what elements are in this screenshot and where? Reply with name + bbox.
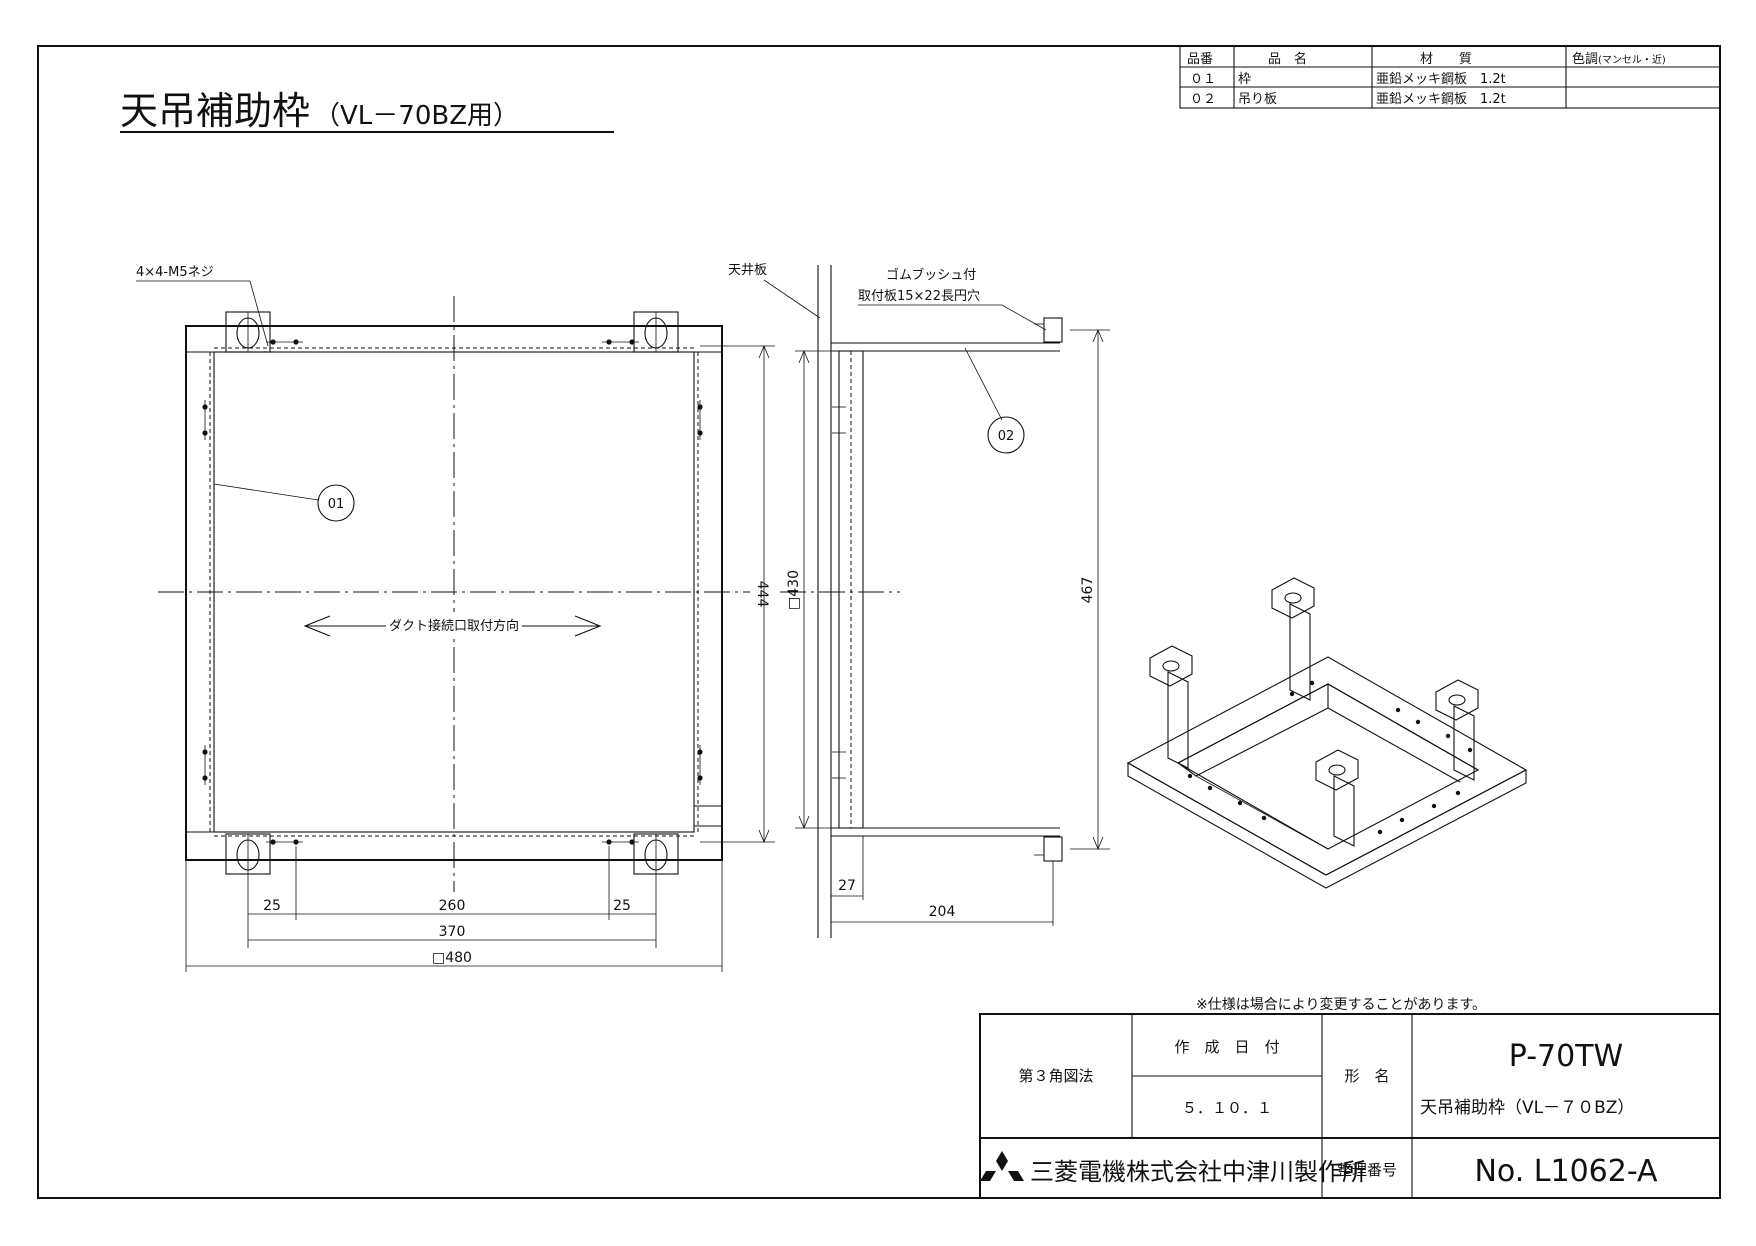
title-block: 第３角図法 作 成 日 付 ５．１０．１ 形 名 P-70TW 天吊補助枠（VL…	[979, 1013, 1721, 1199]
parts-table: 品番 品 名 材 質 色調(マンセル・近) ０１ 枠 亜鉛メッキ鋼板 1.2t …	[1179, 45, 1721, 109]
hanger-plate	[633, 311, 679, 353]
projection-method: 第３角図法	[1018, 1067, 1093, 1085]
dim-430: □430	[786, 570, 802, 610]
parts-row-material: 亜鉛メッキ鋼板 1.2t	[1376, 92, 1506, 107]
hanger-plate	[225, 311, 271, 353]
dim-370: 370	[439, 924, 466, 940]
iso-hanger-leg	[1435, 679, 1479, 781]
bush-label-1: ゴムブッシュ付	[886, 267, 976, 283]
ceiling-label: 天井板	[728, 263, 767, 278]
hanger-plate	[225, 833, 271, 875]
parts-row-name: 枠	[1238, 72, 1251, 87]
dim-25-right: 25	[613, 898, 631, 914]
parts-row-material: 亜鉛メッキ鋼板 1.2t	[1376, 72, 1506, 87]
iso-hanger-leg	[1315, 749, 1359, 847]
dim-25-left: 25	[263, 898, 281, 914]
dim-260: 260	[439, 898, 466, 914]
model-description: 天吊補助枠（VL－７０BZ）	[1420, 1098, 1634, 1118]
title-sub: （VL－70BZ用）	[314, 101, 519, 131]
part-tag-02	[987, 416, 1025, 454]
dim-480: □480	[432, 950, 472, 966]
sheet-border	[37, 45, 1721, 1199]
hanger-plate	[633, 833, 679, 875]
rubber-bush	[1043, 836, 1063, 862]
spec-note: ※仕様は場合により変更することがあります。	[1196, 996, 1486, 1013]
drawing-title: 天吊補助枠 （VL－70BZ用）	[120, 89, 614, 133]
date-value: ５．１０．１	[1182, 1099, 1272, 1117]
parts-row-name: 吊り板	[1238, 92, 1277, 107]
dim-467: 467	[1080, 577, 1096, 604]
front-view: 4×4-M5ネジ 01 ダクト接続口取付方向 444	[136, 265, 775, 972]
model-label: 形 名	[1344, 1067, 1389, 1085]
dim-444: 444	[754, 581, 770, 608]
side-view: 天井板 ゴムブッシュ付 取付板15×22長円穴 02	[728, 263, 1110, 938]
duct-direction-label: ダクト接続口取付方向	[389, 618, 519, 634]
iso-hanger-leg	[1149, 645, 1193, 769]
isometric-view	[1126, 577, 1528, 889]
part-tag-01-label: 01	[328, 497, 345, 512]
screw-spec-label: 4×4-M5ネジ	[136, 265, 214, 280]
parts-header-color: 色調(マンセル・近)	[1572, 51, 1666, 67]
model-value: P-70TW	[1509, 1039, 1623, 1074]
parts-header-material: 材 質	[1420, 52, 1472, 67]
parts-row-no: ０１	[1190, 72, 1216, 87]
title-main: 天吊補助枠	[120, 89, 310, 133]
rubber-bush	[1043, 317, 1063, 343]
bush-label-2: 取付板15×22長円穴	[858, 289, 980, 304]
ref-label: 整理番号	[1337, 1161, 1397, 1179]
iso-hanger-leg	[1271, 577, 1315, 701]
dim-27: 27	[838, 878, 856, 894]
ref-number: No. L1062-A	[1474, 1154, 1658, 1189]
date-label: 作 成 日 付	[1174, 1038, 1279, 1056]
part-tag-01	[317, 484, 355, 522]
parts-row-no: ０２	[1190, 92, 1216, 107]
parts-header-no: 品番	[1187, 52, 1213, 67]
dim-204: 204	[929, 904, 956, 920]
parts-header-name: 品 名	[1268, 51, 1307, 67]
company-name: 三菱電機株式会社中津川製作所	[1030, 1158, 1366, 1186]
part-tag-02-label: 02	[998, 429, 1015, 444]
company-logo	[980, 1151, 1024, 1181]
